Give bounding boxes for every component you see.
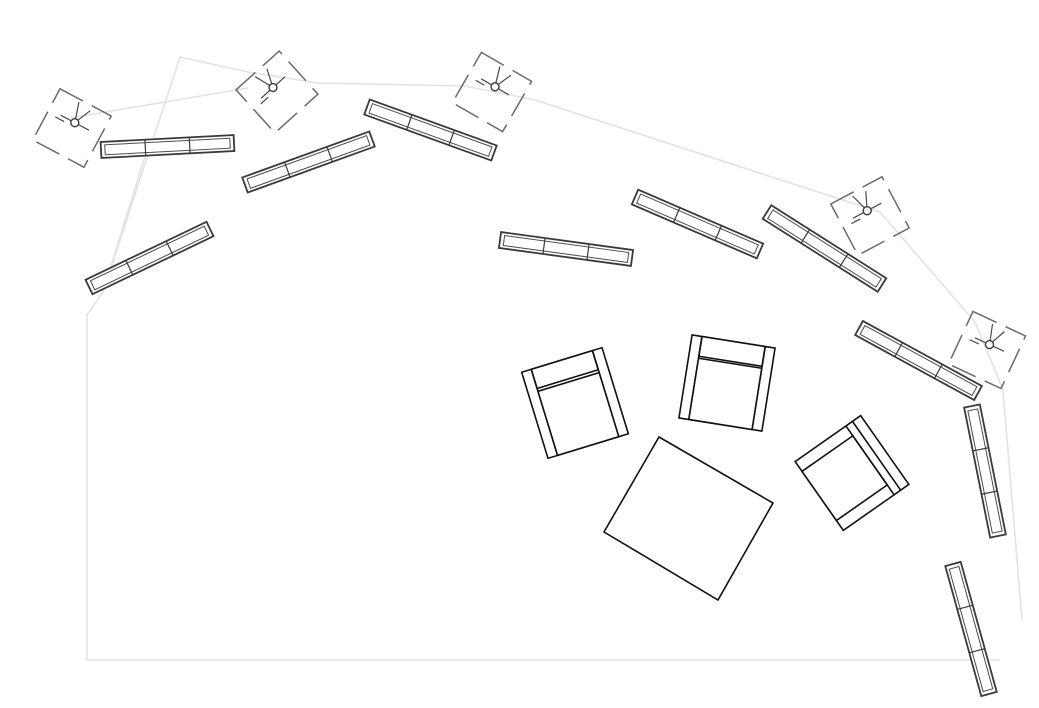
bench [944, 560, 998, 698]
bench [363, 98, 498, 162]
bench [853, 319, 984, 402]
light-fixture-group [31, 49, 1027, 390]
room-outline-top-left [69, 87, 249, 119]
light-fixture [234, 49, 320, 135]
bench [630, 188, 765, 260]
bench [963, 403, 1007, 539]
bench [497, 231, 635, 267]
bench [84, 220, 215, 296]
coffee-table [602, 435, 775, 602]
light-fixture [31, 87, 113, 169]
armchair-center [678, 334, 776, 432]
bench [241, 130, 376, 194]
armchair-left [520, 346, 630, 460]
bench [99, 134, 236, 159]
bench [761, 204, 888, 293]
armchair-right [794, 414, 910, 532]
light-fixture [451, 51, 533, 133]
bench-group [84, 98, 1007, 698]
light-fixture [947, 310, 1027, 390]
light-fixture [829, 175, 911, 257]
